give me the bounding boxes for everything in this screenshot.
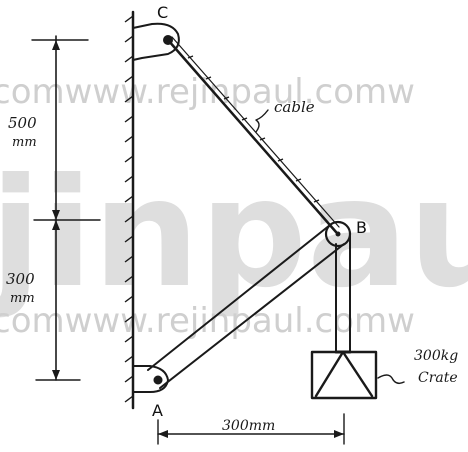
watermark: jinpaul comwww.rejinpaul.comw comwww.rej… (0, 72, 468, 341)
bracket-c (132, 22, 180, 61)
dim-horizontal-label: 300mm (222, 418, 275, 434)
watermark-bottom-text: comwww.rejinpaul.comw (0, 301, 415, 341)
wall-hatching (124, 15, 134, 403)
point-b-label: B (356, 218, 367, 237)
crate (310, 350, 378, 400)
point-a-label: A (152, 401, 163, 420)
cable-label: cable (274, 98, 315, 116)
hanging-rope (335, 235, 351, 353)
wall (124, 10, 135, 410)
dim-upper-value: 500 (8, 114, 37, 132)
joint-b (324, 220, 352, 248)
dim-lower-unit: mm (10, 291, 35, 306)
dim-lower-value: 300 (6, 270, 35, 288)
horizontal-dimension (157, 413, 345, 445)
pin-a (153, 375, 163, 385)
point-c-label: C (157, 3, 168, 22)
crate-label-group: 300kg Crate (377, 348, 458, 386)
crate-name-label: Crate (418, 370, 458, 386)
bracket-a (132, 365, 169, 393)
watermark-big-text: jinpaul (0, 147, 468, 321)
vertical-dimension (31, 35, 101, 381)
crate-mass-label: 300kg (414, 348, 458, 364)
dim-upper-unit: mm (12, 135, 37, 150)
strut-ab (147, 224, 345, 389)
cable-label-group: cable (255, 98, 315, 133)
